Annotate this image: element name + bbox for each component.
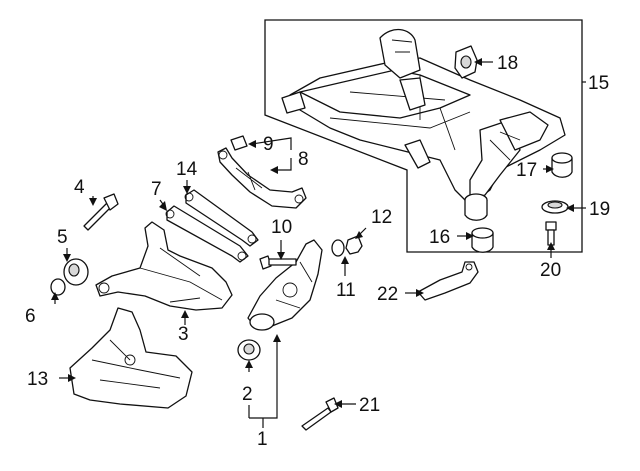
callout-20: 20 (540, 260, 561, 281)
washer-11 (331, 239, 345, 257)
callout-16: 16 (429, 227, 450, 248)
callout-21: 21 (359, 395, 380, 416)
bracket-22 (417, 261, 479, 301)
callout-14: 14 (176, 159, 198, 180)
callout-labels: 1 2 3 4 5 6 7 8 9 10 11 12 13 14 15 16 1… (25, 53, 610, 450)
callout-11: 11 (336, 280, 356, 301)
subframe-bushing-17 (551, 152, 573, 178)
washer-19 (541, 200, 569, 214)
callout-19: 19 (589, 199, 610, 220)
bushing-2 (237, 339, 261, 361)
bushing-6 (50, 278, 66, 296)
callout-10: 10 (271, 217, 292, 238)
bolt-4 (83, 193, 119, 231)
upper-control-arm (217, 147, 307, 209)
callout-9: 9 (263, 134, 274, 155)
knuckle-1 (247, 239, 323, 331)
lower-control-arm (95, 221, 233, 311)
callout-18: 18 (497, 53, 518, 74)
callout-8: 8 (298, 149, 309, 170)
callout-12: 12 (371, 207, 392, 228)
callout-15: 15 (588, 73, 609, 94)
callout-7: 7 (151, 179, 162, 200)
link-14 (184, 189, 259, 247)
arrowheads (51, 58, 574, 408)
callout-4: 4 (74, 177, 85, 198)
link-7 (165, 205, 249, 263)
callout-2: 2 (242, 384, 253, 405)
nut-12 (345, 235, 363, 255)
bushing-5 (63, 258, 89, 286)
callout-3: 3 (178, 324, 189, 345)
callout-17: 17 (516, 160, 537, 181)
callout-6: 6 (25, 306, 36, 327)
bolt-20 (545, 221, 557, 246)
crossmember-subframe (281, 28, 566, 221)
callout-5: 5 (57, 227, 68, 248)
callout-22: 22 (377, 284, 398, 305)
callout-13: 13 (27, 369, 48, 390)
callout-1: 1 (257, 429, 268, 450)
subframe-bushing-16 (471, 227, 494, 253)
lower-cover-13 (69, 307, 193, 409)
bolt-10 (259, 255, 297, 270)
subframe-inset-outline (264, 19, 583, 253)
subframe-bushing-18 (454, 45, 478, 79)
bushing-9 (230, 135, 248, 151)
bolt-21 (301, 397, 339, 431)
